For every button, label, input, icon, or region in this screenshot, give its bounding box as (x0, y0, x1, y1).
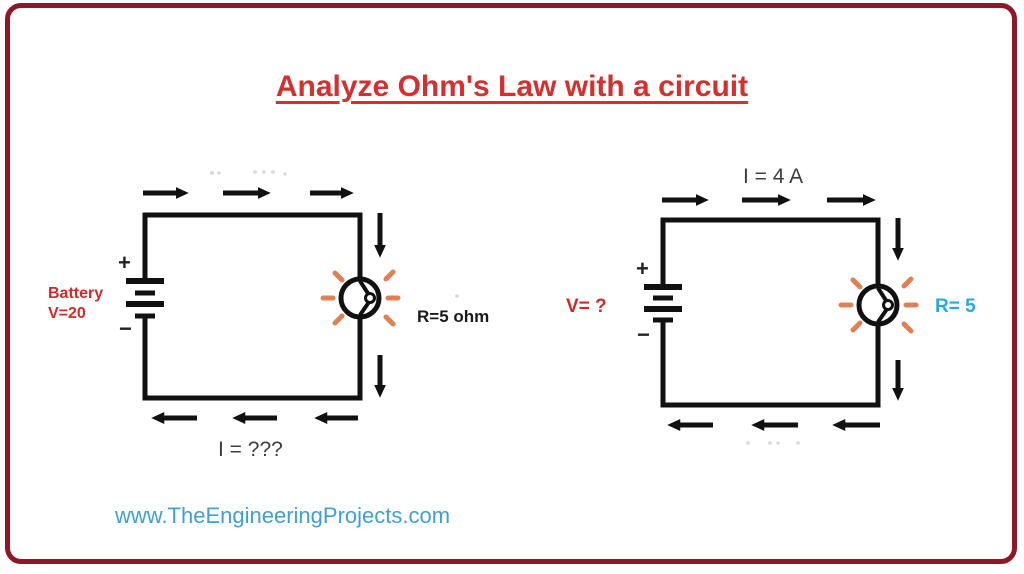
voltage-question-label: V= ? (566, 296, 607, 317)
battery-name-label: Battery (48, 285, 103, 302)
current-arrows (143, 187, 386, 424)
right-circuit-diagram: + − (566, 165, 976, 445)
bulb-icon (320, 269, 401, 327)
current-arrows (662, 194, 904, 431)
plus-terminal-label: + (118, 250, 131, 275)
battery-icon (644, 284, 682, 323)
watermark-url: www.TheEngineeringProjects.com (115, 503, 451, 528)
left-circuit-diagram: + − (48, 170, 489, 461)
resistor-value-label: R= 5 (935, 296, 976, 317)
circuit-wire (142, 212, 363, 401)
erased-text-remnant (210, 170, 459, 298)
minus-terminal-label: − (637, 322, 650, 347)
bulb-icon (838, 276, 919, 334)
battery-icon (126, 278, 164, 319)
resistor-value-label: R=5 ohm (417, 307, 489, 326)
current-value-label: I = 4 A (743, 165, 803, 188)
battery-voltage-label: V=20 (48, 305, 86, 322)
circuit-wire (660, 217, 881, 408)
plus-terminal-label: + (636, 256, 649, 281)
page-title: Analyze Ohm's Law with a circuit (275, 70, 749, 103)
erased-text-remnant (746, 441, 800, 445)
current-question-label: I = ??? (218, 438, 283, 461)
minus-terminal-label: − (119, 316, 132, 341)
